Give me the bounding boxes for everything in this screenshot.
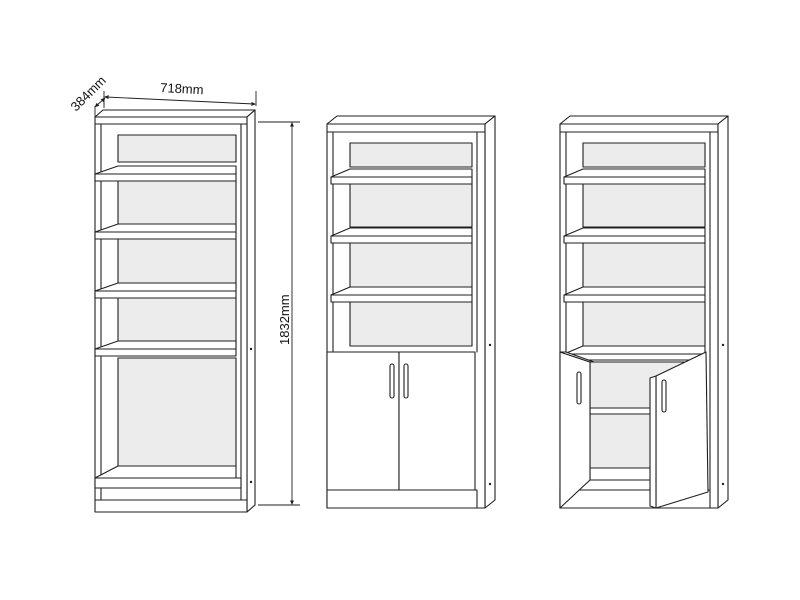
shelf xyxy=(563,286,706,303)
width-label: 718mm xyxy=(160,80,204,97)
view-open-bookcase xyxy=(94,109,256,513)
left-door xyxy=(326,351,400,491)
back-panel xyxy=(117,179,237,231)
depth-label: 384mm xyxy=(68,73,109,114)
door-handle xyxy=(389,363,395,399)
plinth xyxy=(326,489,478,509)
shelf xyxy=(330,286,473,303)
back-panel xyxy=(582,242,706,288)
right-side-panel xyxy=(246,109,256,513)
back-panel xyxy=(582,301,706,347)
shelf xyxy=(94,282,237,299)
shelf xyxy=(94,165,237,182)
view-bookcase-doors-open xyxy=(559,115,729,509)
back-panel xyxy=(349,182,473,228)
back-panel xyxy=(582,182,706,228)
shelf xyxy=(563,345,706,361)
shelf xyxy=(563,227,706,244)
back-panel xyxy=(117,134,237,163)
height-label: 1832mm xyxy=(277,294,292,345)
top-front-edge xyxy=(326,123,486,133)
bottom-shelf xyxy=(94,465,237,479)
height-dimension: 1832mm xyxy=(258,121,300,506)
door-handle xyxy=(576,371,582,405)
right-door xyxy=(398,351,476,491)
door-edge xyxy=(649,375,657,509)
door-handle xyxy=(661,379,667,413)
right-side-panel xyxy=(717,115,729,509)
open-left-door xyxy=(559,351,591,509)
top-panel xyxy=(326,115,496,125)
door-edge xyxy=(559,351,595,363)
back-panel xyxy=(117,357,237,467)
back-panel xyxy=(349,301,473,347)
top-panel xyxy=(94,109,256,118)
shelf xyxy=(330,168,473,185)
back-panel xyxy=(349,142,473,168)
top-front-edge xyxy=(559,123,719,133)
top-front-edge xyxy=(94,116,248,125)
top-panel xyxy=(559,115,729,125)
back-panel xyxy=(582,142,706,168)
back-panel xyxy=(117,237,237,289)
shelf xyxy=(330,227,473,244)
shelf xyxy=(563,168,706,185)
door-handle xyxy=(403,363,409,399)
shelf xyxy=(94,340,237,357)
view-bookcase-doors-closed xyxy=(326,115,496,509)
width-dimension: 718mm xyxy=(103,80,257,106)
back-panel xyxy=(349,242,473,288)
right-side-panel xyxy=(484,115,496,509)
open-right-door xyxy=(655,351,709,509)
shelf xyxy=(94,223,237,240)
plinth xyxy=(94,477,242,489)
